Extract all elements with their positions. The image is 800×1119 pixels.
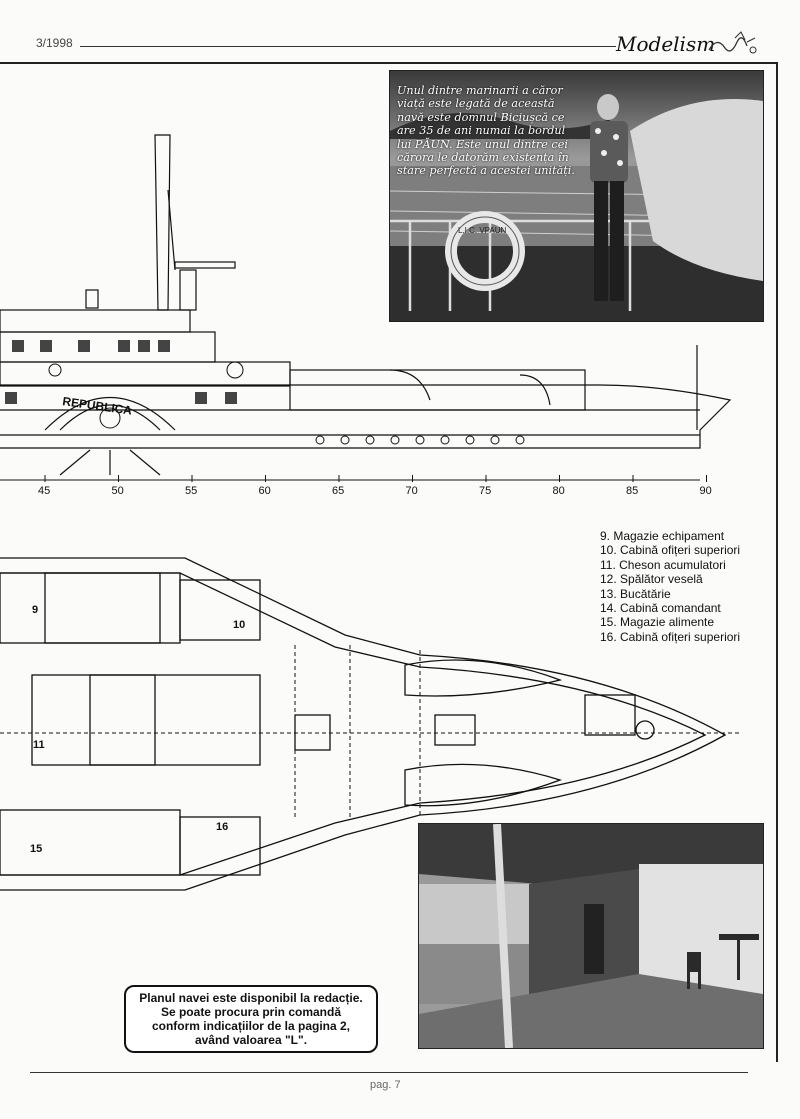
legend-item: 16. Cabină ofițeri superiori bbox=[600, 629, 741, 644]
lifebuoy-label: L.I.C. VPAUN bbox=[458, 226, 507, 235]
footer-rule bbox=[30, 1072, 748, 1073]
order-line: conform indicațiilor de la pagina 2, bbox=[151, 1019, 351, 1033]
legend-item: 9. Magazie echipament bbox=[600, 529, 725, 543]
order-line: Planul navei este disponibil la redacție… bbox=[139, 991, 363, 1005]
issue-number: 3/1998 bbox=[36, 36, 73, 50]
header-rule bbox=[80, 46, 616, 47]
room-legend: 9. Magazie echipament 10. Cabină ofițeri… bbox=[600, 529, 780, 644]
frame-number-label: 55 bbox=[185, 485, 197, 497]
order-line: având valoarea "L". bbox=[194, 1033, 308, 1047]
frame-number-label: 60 bbox=[259, 485, 271, 497]
room-label-11: 11 bbox=[33, 739, 45, 751]
room-label-16: 16 bbox=[216, 821, 228, 833]
magazine-brand: Modelism bbox=[616, 32, 716, 56]
order-info-box: Planul navei este disponibil la redacție… bbox=[124, 985, 378, 1053]
frame-number-label: 45 bbox=[38, 485, 50, 497]
frame-number-label: 80 bbox=[553, 485, 565, 497]
legend-item: 11. Cheson acumulatori bbox=[600, 557, 726, 572]
room-label-10: 10 bbox=[233, 619, 245, 631]
legend-item: 13. Bucătărie bbox=[600, 586, 671, 601]
photo-deck-corridor bbox=[418, 823, 764, 1049]
ship-side-elevation: REPUBLICA 45 50 55 60 65 70 75 80 85 90 bbox=[0, 134, 732, 497]
legend-item: 10. Cabină ofițeri superiori bbox=[600, 543, 741, 558]
photo-caption: Unul dintre marinarii a căror viață este… bbox=[397, 84, 575, 178]
hull-name-label: REPUBLICA bbox=[62, 394, 134, 418]
frame-number-label: 85 bbox=[626, 485, 638, 497]
legend-item: 14. Cabină comandant bbox=[600, 601, 721, 616]
content-frame-top bbox=[0, 62, 776, 64]
brand-logo-icon bbox=[708, 31, 757, 54]
frame-number-label: 90 bbox=[700, 485, 712, 497]
legend-item: 12. Spălător veselă bbox=[600, 572, 703, 587]
frame-number-label: 50 bbox=[112, 485, 124, 497]
frame-number-label: 75 bbox=[479, 485, 491, 497]
page-number: pag. 7 bbox=[370, 1079, 401, 1091]
frame-number-label: 65 bbox=[332, 485, 344, 497]
legend-item: 15. Magazie alimente bbox=[600, 615, 715, 630]
ship-deck-plan: 9 10 11 15 16 bbox=[0, 557, 740, 891]
room-label-9: 9 bbox=[32, 604, 38, 616]
frame-number-label: 70 bbox=[406, 485, 418, 497]
photo-sailor: L.I.C. VPAUN bbox=[389, 70, 764, 322]
order-line: Se poate procura prin comandă bbox=[160, 1005, 342, 1019]
room-label-15: 15 bbox=[30, 843, 42, 855]
content-frame-right bbox=[776, 62, 778, 1062]
